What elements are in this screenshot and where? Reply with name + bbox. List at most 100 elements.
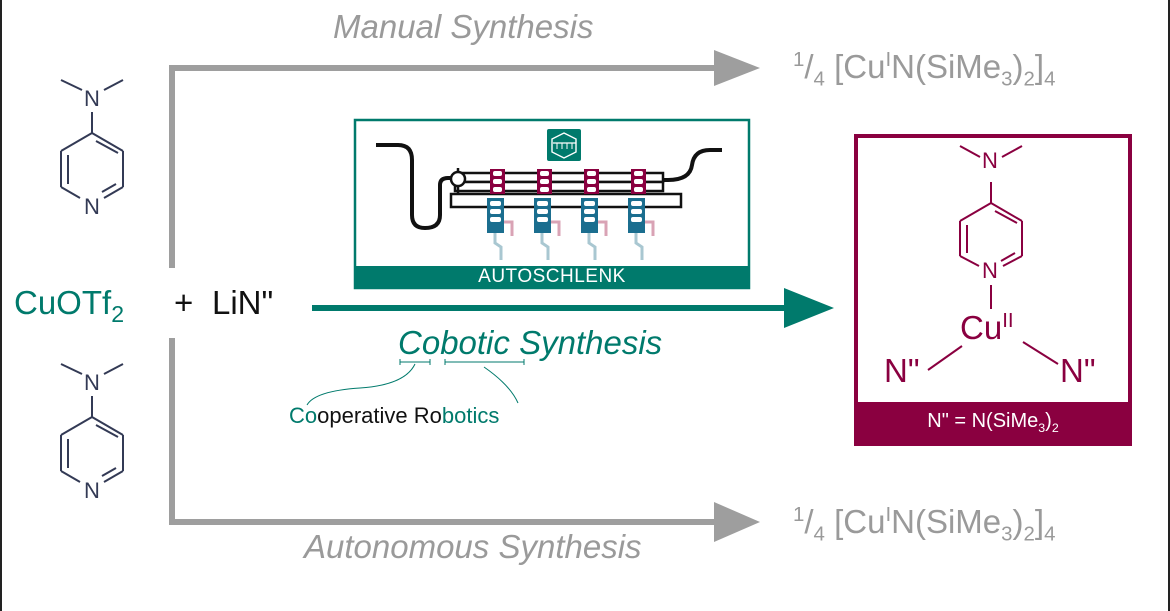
autoschlenk-label: AUTOSCHLENK (478, 266, 626, 287)
flask-port (584, 201, 595, 206)
valve-port (634, 179, 643, 184)
schlenk-module (628, 169, 655, 260)
sub-2: 2 (1023, 67, 1035, 91)
definition-sub3: 3 (1038, 421, 1046, 435)
formula-open: [Cu (834, 48, 886, 85)
valve-port (540, 171, 549, 176)
manual-product-formula: 1/4 [CuIN(SiMe3)2]4 (793, 48, 1056, 91)
sub-4: 4 (1044, 67, 1056, 91)
valve-port (493, 179, 502, 184)
lithium-amide-reactant: LiN" (212, 284, 274, 321)
manual-route-arrow (169, 50, 760, 268)
formula-bracket: ] (1034, 48, 1045, 85)
cu-salt-formula: CuOTf (14, 284, 112, 321)
formula-open: [Cu (834, 503, 886, 540)
valve-port (634, 171, 643, 176)
valve-port (540, 179, 549, 184)
valve-port (493, 171, 502, 176)
flask-port (631, 217, 642, 222)
product-box (854, 134, 1132, 446)
amide-ligand-right: N" (1060, 352, 1096, 389)
valve-port (587, 187, 596, 192)
autoschlenk-modules (487, 169, 655, 260)
formula-close: ) (1012, 503, 1024, 540)
copper-triflate-reactant: CuOTf2 (14, 284, 137, 329)
right-border (1168, 0, 1170, 611)
flask-port (537, 209, 548, 214)
flask-port (537, 217, 548, 222)
blue-tube (634, 233, 644, 260)
valve-port (634, 187, 643, 192)
blue-tube (587, 233, 597, 260)
flask-port (490, 217, 501, 222)
product-ring-n: N (982, 258, 998, 283)
sub-2: 2 (1023, 522, 1035, 546)
pink-tube (551, 220, 561, 236)
formula-mid: N(SiMe (891, 48, 1002, 85)
valve-port (493, 187, 502, 192)
schlenk-line-hexagon-icon (547, 129, 581, 161)
autonomous-synthesis-label: Autonomous Synthesis (304, 528, 642, 565)
product-dmap-structure (927, 145, 1059, 371)
dmap-molecule-top (60, 79, 124, 199)
metal-symbol: Cu (960, 309, 1003, 346)
flask-module (628, 198, 645, 233)
fraction-num: 1 (793, 503, 805, 526)
copper-center: CuII (960, 309, 1014, 347)
formula-close: ) (1012, 48, 1024, 85)
flask-port (584, 217, 595, 222)
formula-bracket: ] (1034, 503, 1045, 540)
sub-3: 3 (1001, 522, 1013, 546)
schlenk-module (534, 169, 561, 260)
fraction-num: 1 (793, 48, 805, 71)
pink-tube (598, 220, 608, 236)
left-border (0, 0, 2, 611)
amide-definition: N" = N(SiMe3)2 (856, 410, 1130, 435)
manual-synthesis-label: Manual Synthesis (333, 8, 594, 45)
definition-close: ) (1045, 410, 1052, 432)
blue-tube (540, 233, 550, 260)
cobotic-co: Co (398, 324, 441, 361)
dmap-top-amine-n: N (84, 86, 100, 111)
cobotic-synthesis-label: Cobotic Synthesis (398, 324, 662, 362)
schlenk-line-illustration (376, 143, 722, 231)
coop-co: Co (289, 403, 318, 428)
pink-tube (645, 220, 655, 236)
dmap-top-ring-n: N (84, 194, 100, 219)
cobotic-botic: botic (440, 324, 510, 361)
coop-botics: botics (441, 403, 500, 428)
flask-port (631, 209, 642, 214)
flask-port (631, 201, 642, 206)
flask-module (534, 198, 551, 233)
dmap-bottom-amine-n: N (84, 370, 100, 395)
coop-mid: operative Ro (317, 403, 442, 428)
flask-module (581, 198, 598, 233)
amide-ligand-left: N" (884, 352, 920, 389)
sub-4: 4 (1044, 522, 1056, 546)
blue-tube (493, 233, 503, 260)
fraction-den: 4 (813, 522, 825, 546)
definition-sub2: 2 (1051, 421, 1059, 435)
cobotic-annotation-lines (306, 359, 525, 406)
sub-3: 3 (1001, 67, 1013, 91)
flask-port (537, 201, 548, 206)
schlenk-module (487, 169, 514, 260)
flask-port (490, 201, 501, 206)
flask-module (487, 198, 504, 233)
copper-oxidation-state: II (1002, 309, 1014, 332)
definition-lhs: N" = N(SiMe (927, 410, 1039, 432)
schlenk-module (581, 169, 608, 260)
autonomous-route-arrow (169, 338, 760, 542)
autonomous-product-formula: 1/4 [CuIN(SiMe3)2]4 (793, 503, 1056, 546)
cobotic-route-arrow (312, 288, 834, 328)
oxidation-state: I (885, 503, 892, 526)
product-amine-n: N (982, 148, 998, 173)
valve-port (540, 187, 549, 192)
dmap-molecule-bottom (60, 363, 124, 483)
formula-mid: N(SiMe (891, 503, 1002, 540)
dmap-bottom-ring-n: N (84, 478, 100, 503)
oxidation-state: I (885, 48, 892, 71)
valve-port (587, 179, 596, 184)
cu-salt-subscript: 2 (111, 301, 125, 328)
